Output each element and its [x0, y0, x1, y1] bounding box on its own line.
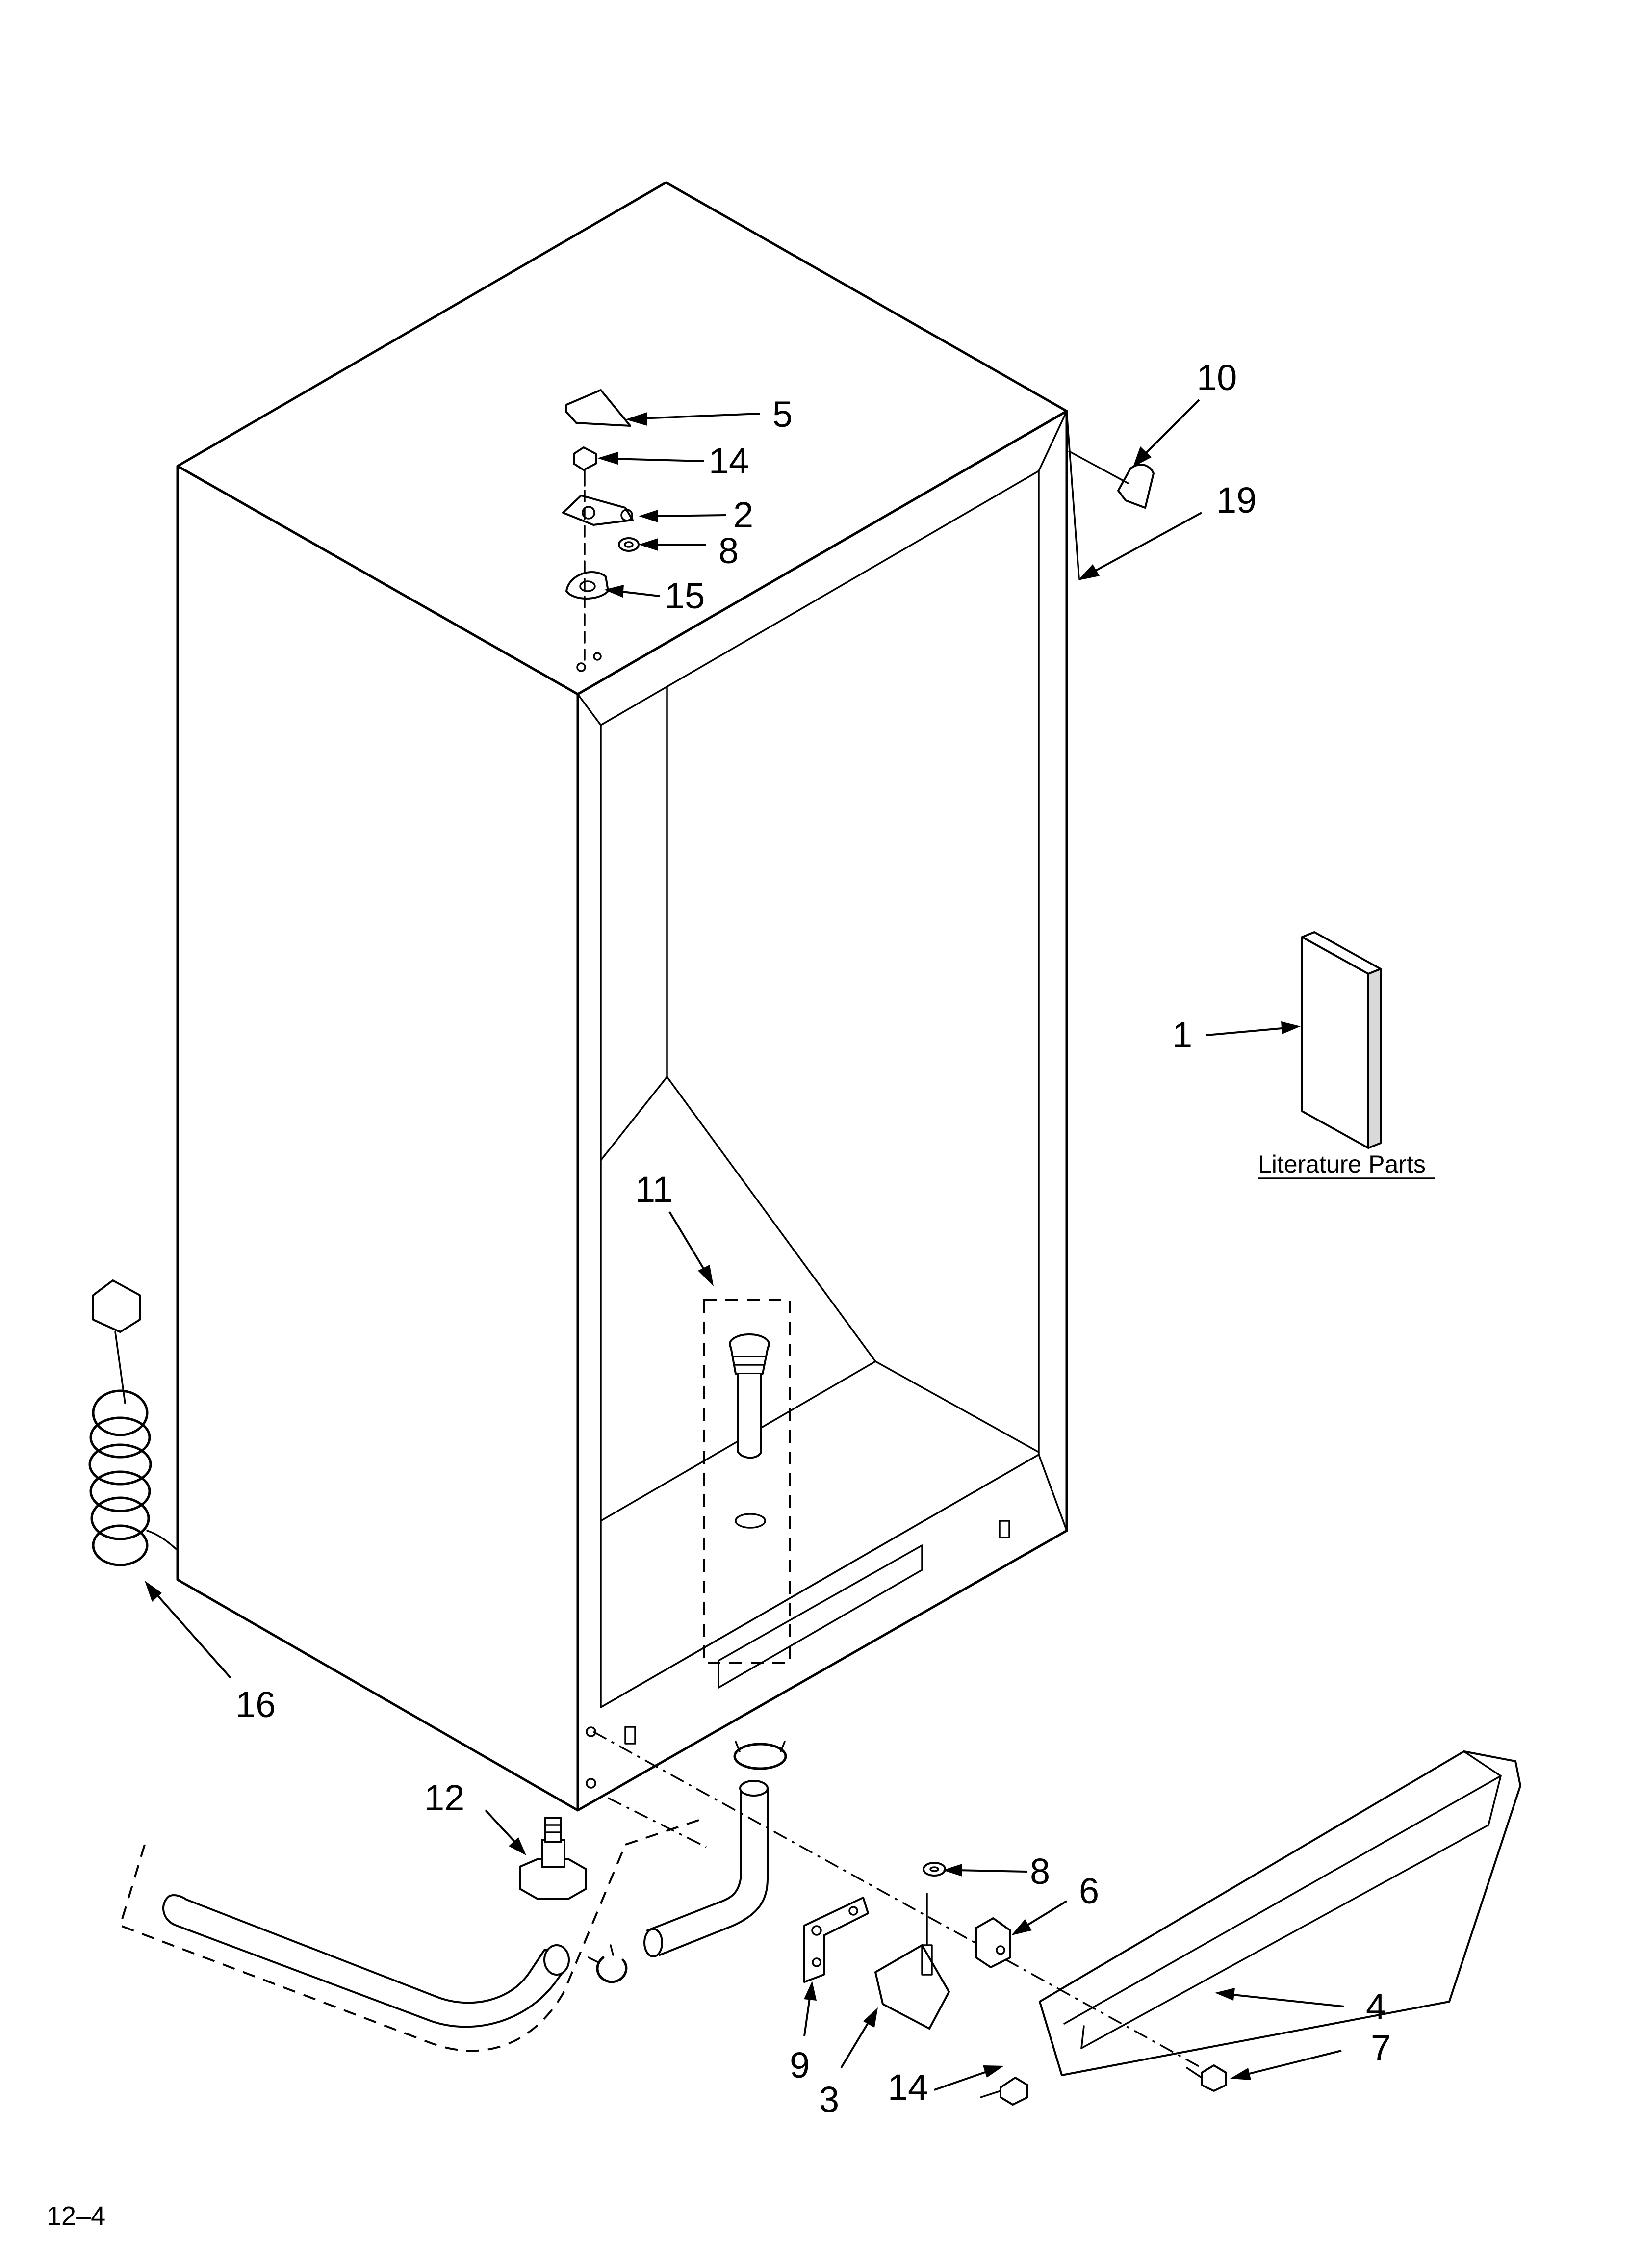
literature-parts-label: Literature Parts: [1258, 1150, 1426, 1178]
callout-1: 1: [1172, 1015, 1192, 1055]
drain-hose: [162, 1894, 570, 2028]
callout-10: 10: [1197, 357, 1237, 398]
hinge-shim: [565, 571, 609, 600]
hinge-screw-top: [573, 446, 597, 487]
callout-labels: 5 14 2 8 15 10 19 1 11 16 12 8 6 4 7 9 3…: [235, 357, 1391, 2120]
callout-5: 5: [772, 394, 793, 435]
cabinet-body: [176, 181, 1068, 1812]
washer-bottom: [923, 1862, 946, 1877]
drain-clamp: [733, 1741, 787, 1770]
callout-8-top: 8: [718, 530, 739, 571]
page-code: 12–4: [47, 2201, 105, 2231]
hinge-cover: [1068, 450, 1155, 509]
hose-clamp: [588, 1944, 628, 1983]
callout-12: 12: [424, 1777, 464, 1818]
grille-screw: [1186, 2064, 1227, 2092]
callout-6: 6: [1079, 1871, 1099, 1911]
top-hinge-bracket: [562, 495, 634, 526]
callout-11: 11: [635, 1169, 673, 1210]
callout-19: 19: [1216, 480, 1257, 521]
callout-14-bottom: 14: [888, 2067, 928, 2108]
hinge-washer-top: [618, 537, 640, 552]
drain-tube-elbow: [643, 1780, 769, 1957]
leaders: [145, 399, 1344, 2091]
callout-7: 7: [1371, 2028, 1391, 2068]
literature-booklet: [1301, 931, 1382, 1149]
callout-3: 3: [819, 2079, 839, 2120]
callout-16: 16: [235, 1684, 276, 1725]
callout-8-bottom: 8: [1030, 1851, 1050, 1892]
top-hinge-cap: [565, 389, 631, 427]
screw-bottom: [980, 2077, 1028, 2106]
leveling-leg: [519, 1817, 587, 1900]
callout-15: 15: [665, 575, 705, 616]
base-grille: [1039, 1750, 1521, 2076]
callout-9: 9: [790, 2045, 810, 2086]
power-cord: [88, 1279, 179, 1566]
drain-tube-assembly: [703, 1299, 791, 1664]
callout-14-top: 14: [709, 441, 749, 481]
grille-bracket: [803, 1897, 869, 1983]
callout-2: 2: [733, 495, 753, 535]
callout-4: 4: [1366, 1986, 1386, 2027]
grille-latch: [975, 1917, 1011, 1968]
grille-clip: [874, 1893, 950, 2030]
